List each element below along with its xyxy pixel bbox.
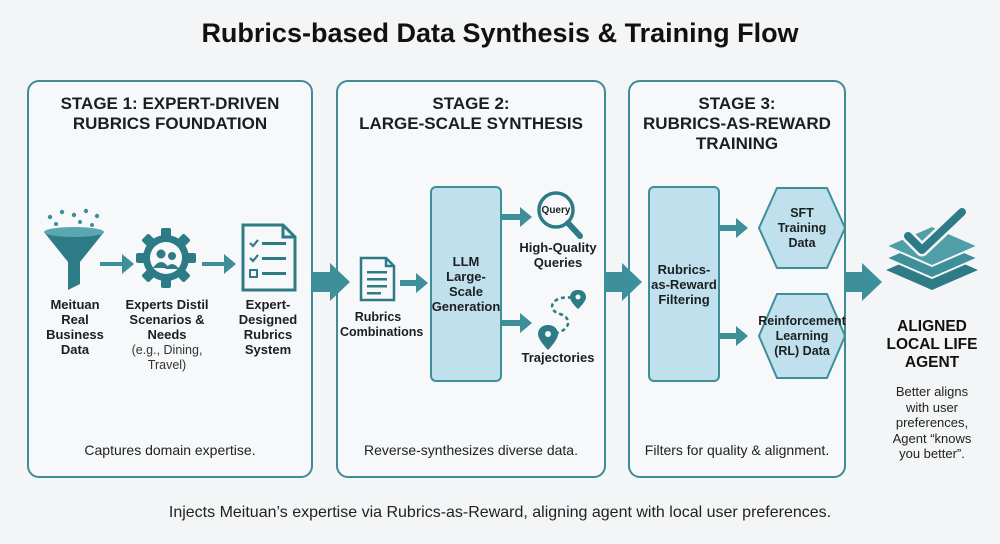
- node-rl-data: Reinforcement Learning (RL) Data: [758, 314, 846, 358]
- checklist-icon: [241, 223, 297, 292]
- aligned-agent-title: ALIGNED LOCAL LIFE AGENT: [886, 318, 978, 371]
- node-experts-example: (e.g., Dining, Travel): [131, 343, 203, 372]
- llm-generation-box: LLM Large- Scale Generation: [430, 186, 502, 382]
- arrow-data-to-experts: [100, 254, 134, 274]
- page-title: Rubrics-based Data Synthesis & Training …: [201, 18, 799, 48]
- footnote: Injects Meituan’s expertise via Rubrics-…: [168, 504, 832, 521]
- node-rubrics-combinations: Rubrics Combinations: [340, 310, 424, 339]
- node-real-business-data: Meituan Real Business Data: [46, 297, 104, 357]
- arrow-combinations-to-llm: [400, 273, 428, 293]
- document-icon: [359, 256, 396, 302]
- stage-2-footer: Reverse-synthesizes diverse data.: [364, 442, 578, 458]
- node-sft-training-data: SFT Training Data: [777, 206, 827, 250]
- arrow-experts-to-rubrics: [202, 254, 236, 274]
- rl-hexagon: [757, 293, 847, 379]
- aligned-agent-description: Better aligns with user preferences, Age…: [892, 384, 972, 461]
- node-experts-distil: Experts Distil Scenarios & Needs: [125, 297, 209, 342]
- node-high-quality-queries: High-Quality Queries: [519, 240, 597, 270]
- gear-people-icon: [136, 228, 196, 288]
- arrow-llm-to-queries: [502, 207, 532, 227]
- arrow-stage1-to-stage2: [311, 263, 350, 301]
- node-trajectories: Trajectories: [521, 350, 595, 365]
- arrow-llm-to-trajectories: [502, 313, 532, 333]
- arrow-stage3-to-agent: [846, 263, 882, 301]
- arrow-filtering-to-sft: [720, 218, 748, 238]
- stage-1-title: STAGE 1: EXPERT-DRIVEN RUBRICS FOUNDATIO…: [60, 94, 280, 133]
- stage-3-footer: Filters for quality & alignment.: [644, 442, 830, 458]
- arrow-filtering-to-rl: [720, 326, 748, 346]
- funnel-icon: [44, 208, 104, 290]
- layers-checkmark-icon: [883, 205, 981, 290]
- route-icon: [538, 290, 586, 350]
- stage-2-title: STAGE 2: LARGE-SCALE SYNTHESIS: [359, 94, 583, 133]
- stage-1-footer: Captures domain expertise.: [84, 442, 256, 458]
- query-icon-label: Query: [541, 205, 571, 216]
- rubrics-filtering-box: Rubrics- as-Reward Filtering: [648, 186, 720, 382]
- sft-hexagon: [757, 187, 847, 269]
- stage-3-title: STAGE 3: RUBRICS-AS-REWARD TRAINING: [643, 94, 831, 153]
- node-expert-rubrics: Expert- Designed Rubrics System: [238, 297, 298, 357]
- arrow-stage2-to-stage3: [604, 263, 642, 301]
- magnifier-query-icon: [537, 191, 583, 239]
